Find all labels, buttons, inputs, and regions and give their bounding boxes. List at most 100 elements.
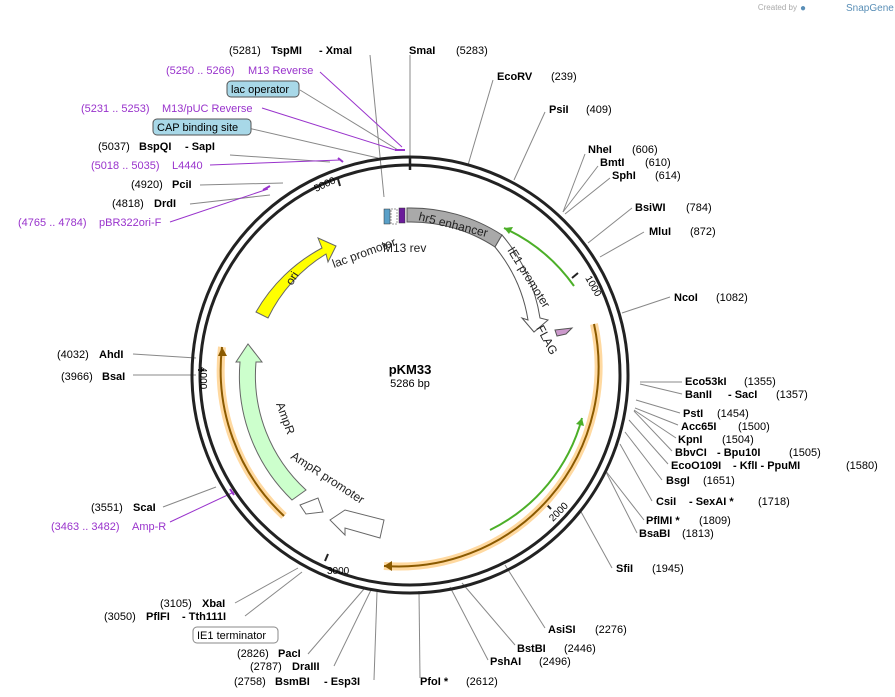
orf-arc-right (383, 323, 600, 568)
label-ahdi[interactable]: (4032) AhdI (57, 349, 123, 361)
ori-feature[interactable] (255, 237, 337, 319)
label-ampr-primer[interactable]: (3463 .. 3482) Amp-R (51, 521, 166, 533)
l4440-name: L4440 (172, 160, 203, 172)
label-banii[interactable]: BanII - SacI (1357) (685, 389, 808, 401)
orf-arc-left (219, 346, 285, 517)
label-mlui[interactable]: MluI (872) (649, 226, 716, 238)
ampr-label: AmpR (273, 400, 298, 436)
esp3i-pos: (2758) (234, 676, 266, 688)
tth111i-extra: - Tth111I (182, 611, 226, 623)
sapi-extra: - SapI (185, 141, 215, 153)
label-drdi[interactable]: (4818) DrdI (112, 198, 176, 210)
label-csii[interactable]: CsiI - SexAI * (1718) (656, 496, 790, 508)
acc65i-pos: (1500) (738, 421, 770, 433)
nhei-name: NheI (588, 144, 612, 156)
bsai-pos: (3966) (61, 371, 93, 383)
bsiwi-name: BsiWI (635, 202, 666, 214)
tth111i-pos: (3050) (104, 611, 136, 623)
label-pshai[interactable]: PshAI (2496) (490, 656, 571, 668)
label-eco0109i[interactable]: EcoO109I - KflI - PpuMI (1580) (671, 460, 878, 472)
label-ncoi[interactable]: NcoI (1082) (674, 292, 748, 304)
acc65i-name: Acc65I (681, 421, 716, 433)
banii-name: BanII (685, 389, 712, 401)
scai-name: ScaI (133, 502, 156, 514)
label-m13puc[interactable]: (5231 .. 5253) M13/pUC Reverse (81, 103, 252, 115)
label-tspmi[interactable]: (5281) TspMI - XmaI (229, 45, 352, 57)
label-asisi[interactable]: AsiSI (2276) (548, 624, 627, 636)
ampr-primer-pos: (3463 .. 3482) (51, 521, 120, 533)
label-acc65i[interactable]: Acc65I (1500) (681, 421, 770, 433)
sapi-pos: (5037) (98, 141, 130, 153)
label-pflmi[interactable]: PflMI * (1809) (646, 515, 731, 527)
label-nhei[interactable]: NheI (606) (588, 144, 658, 156)
label-bsgi[interactable]: BsgI (1651) (666, 475, 735, 487)
label-bsiwi[interactable]: BsiWI (784) (635, 202, 712, 214)
lac-promoter-marker (383, 208, 391, 225)
ie1-terminator-box[interactable] (192, 626, 279, 644)
ncoi-pos: (1082) (716, 292, 748, 304)
ie1-promoter-feature[interactable] (494, 234, 550, 333)
bmti-name: BmtI (600, 157, 624, 169)
smai-name: SmaI (409, 45, 435, 57)
lac-operator-box[interactable] (226, 80, 300, 98)
label-psti[interactable]: PstI (1454) (683, 408, 749, 420)
label-bsai[interactable]: (3966) BsaI (61, 371, 125, 383)
bbvci-name: BbvCI (675, 447, 707, 459)
label-paci[interactable]: (2826) PacI (237, 648, 301, 660)
m13puc-pos: (5231 .. 5253) (81, 103, 150, 115)
csii-extra: - SexAI * (689, 496, 734, 508)
label-bbvci[interactable]: BbvCI - Bpu10I (1505) (675, 447, 821, 459)
label-bsabi[interactable]: BsaBI (1813) (639, 528, 714, 540)
pflmi-pos: (1809) (699, 515, 731, 527)
label-pcii[interactable]: (4920) PciI (131, 179, 192, 191)
drdi-name: DrdI (154, 198, 176, 210)
label-scai[interactable]: (3551) ScaI (91, 502, 156, 514)
psii-name: PsiI (549, 104, 569, 116)
label-sfii[interactable]: SfiI (1945) (616, 563, 684, 575)
asisi-name: AsiSI (548, 624, 576, 636)
bmti-pos: (610) (645, 157, 671, 169)
mlui-name: MluI (649, 226, 671, 238)
cap-site-box[interactable] (152, 118, 252, 136)
draiii-name: DraIII (292, 661, 320, 673)
label-pbr322[interactable]: (4765 .. 4784) pBR322ori-F (18, 217, 162, 229)
tspmi-pos: (5281) (229, 45, 261, 57)
label-bmti[interactable]: BmtI (610) (600, 157, 671, 169)
label-psii[interactable]: PsiI (409) (549, 104, 612, 116)
label-draiii[interactable]: (2787) DraIII (250, 661, 320, 673)
cap-site-label: CAP binding site (157, 122, 238, 134)
psii-pos: (409) (586, 104, 612, 116)
primer-leader-lines (169, 71, 403, 523)
label-l4440[interactable]: (5018 .. 5035) L4440 (91, 160, 203, 172)
label-bstbi[interactable]: BstBI (2446) (517, 643, 596, 655)
label-smai[interactable]: SmaI (5283) (409, 45, 488, 57)
ampr-promoter-arrow[interactable] (329, 509, 385, 539)
flag-label: FLAG (533, 323, 560, 357)
label-pfoi[interactable]: PfoI * (2612) (420, 676, 498, 688)
sfii-name: SfiI (616, 563, 633, 575)
tick-1000: 1000 (582, 274, 603, 299)
label-sapi[interactable]: (5037) BspQI - SapI (98, 141, 215, 153)
label-kpni[interactable]: KpnI (1504) (678, 434, 754, 446)
ecorv-pos: (239) (551, 71, 577, 83)
enzyme-leader-lines (132, 54, 683, 681)
label-esp3i[interactable]: (2758) BsmBI - Esp3I (234, 676, 360, 688)
label-eco53ki[interactable]: Eco53kI (1355) (685, 376, 776, 388)
kpni-pos: (1504) (722, 434, 754, 446)
pcii-pos: (4920) (131, 179, 163, 191)
ampr-promoter-feature[interactable] (299, 497, 324, 515)
green-arc-right (489, 417, 583, 531)
flag-feature[interactable] (554, 327, 574, 337)
label-m13rev[interactable]: (5250 .. 5266) M13 Reverse (166, 65, 313, 77)
pshai-name: PshAI (490, 656, 521, 668)
ampr-feature[interactable] (235, 343, 307, 501)
label-xbai[interactable]: (3105) XbaI (160, 598, 225, 610)
mlui-pos: (872) (690, 226, 716, 238)
label-sphi[interactable]: SphI (614) (612, 170, 681, 182)
ie1-terminator-label: IE1 terminator (197, 630, 266, 642)
label-tth111i[interactable]: (3050) PflFI - Tth111I (104, 611, 226, 623)
credit-brand[interactable]: SnapGene (846, 3, 894, 14)
m13-rev-label: M13 rev (383, 241, 426, 255)
label-ecorv[interactable]: EcoRV (239) (497, 71, 577, 83)
bsiwi-pos: (784) (686, 202, 712, 214)
